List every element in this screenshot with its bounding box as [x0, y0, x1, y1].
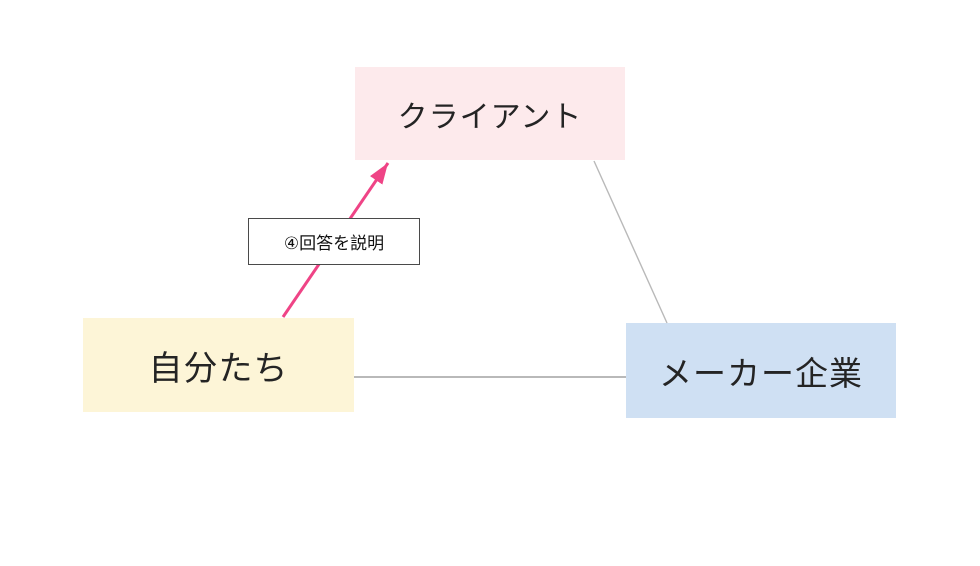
node-ourselves-label: 自分たち	[148, 349, 289, 388]
node-client-label: クライアント	[397, 100, 583, 134]
node-client: クライアント	[355, 67, 625, 160]
node-maker: メーカー企業	[626, 323, 896, 418]
annotation-box: ④回答を説明	[248, 218, 420, 265]
annotation-label: ④回答を説明	[283, 234, 385, 253]
edge-client-maker	[593, 160, 668, 324]
node-ourselves: 自分たち	[83, 318, 354, 412]
node-maker-label: メーカー企業	[659, 354, 863, 392]
